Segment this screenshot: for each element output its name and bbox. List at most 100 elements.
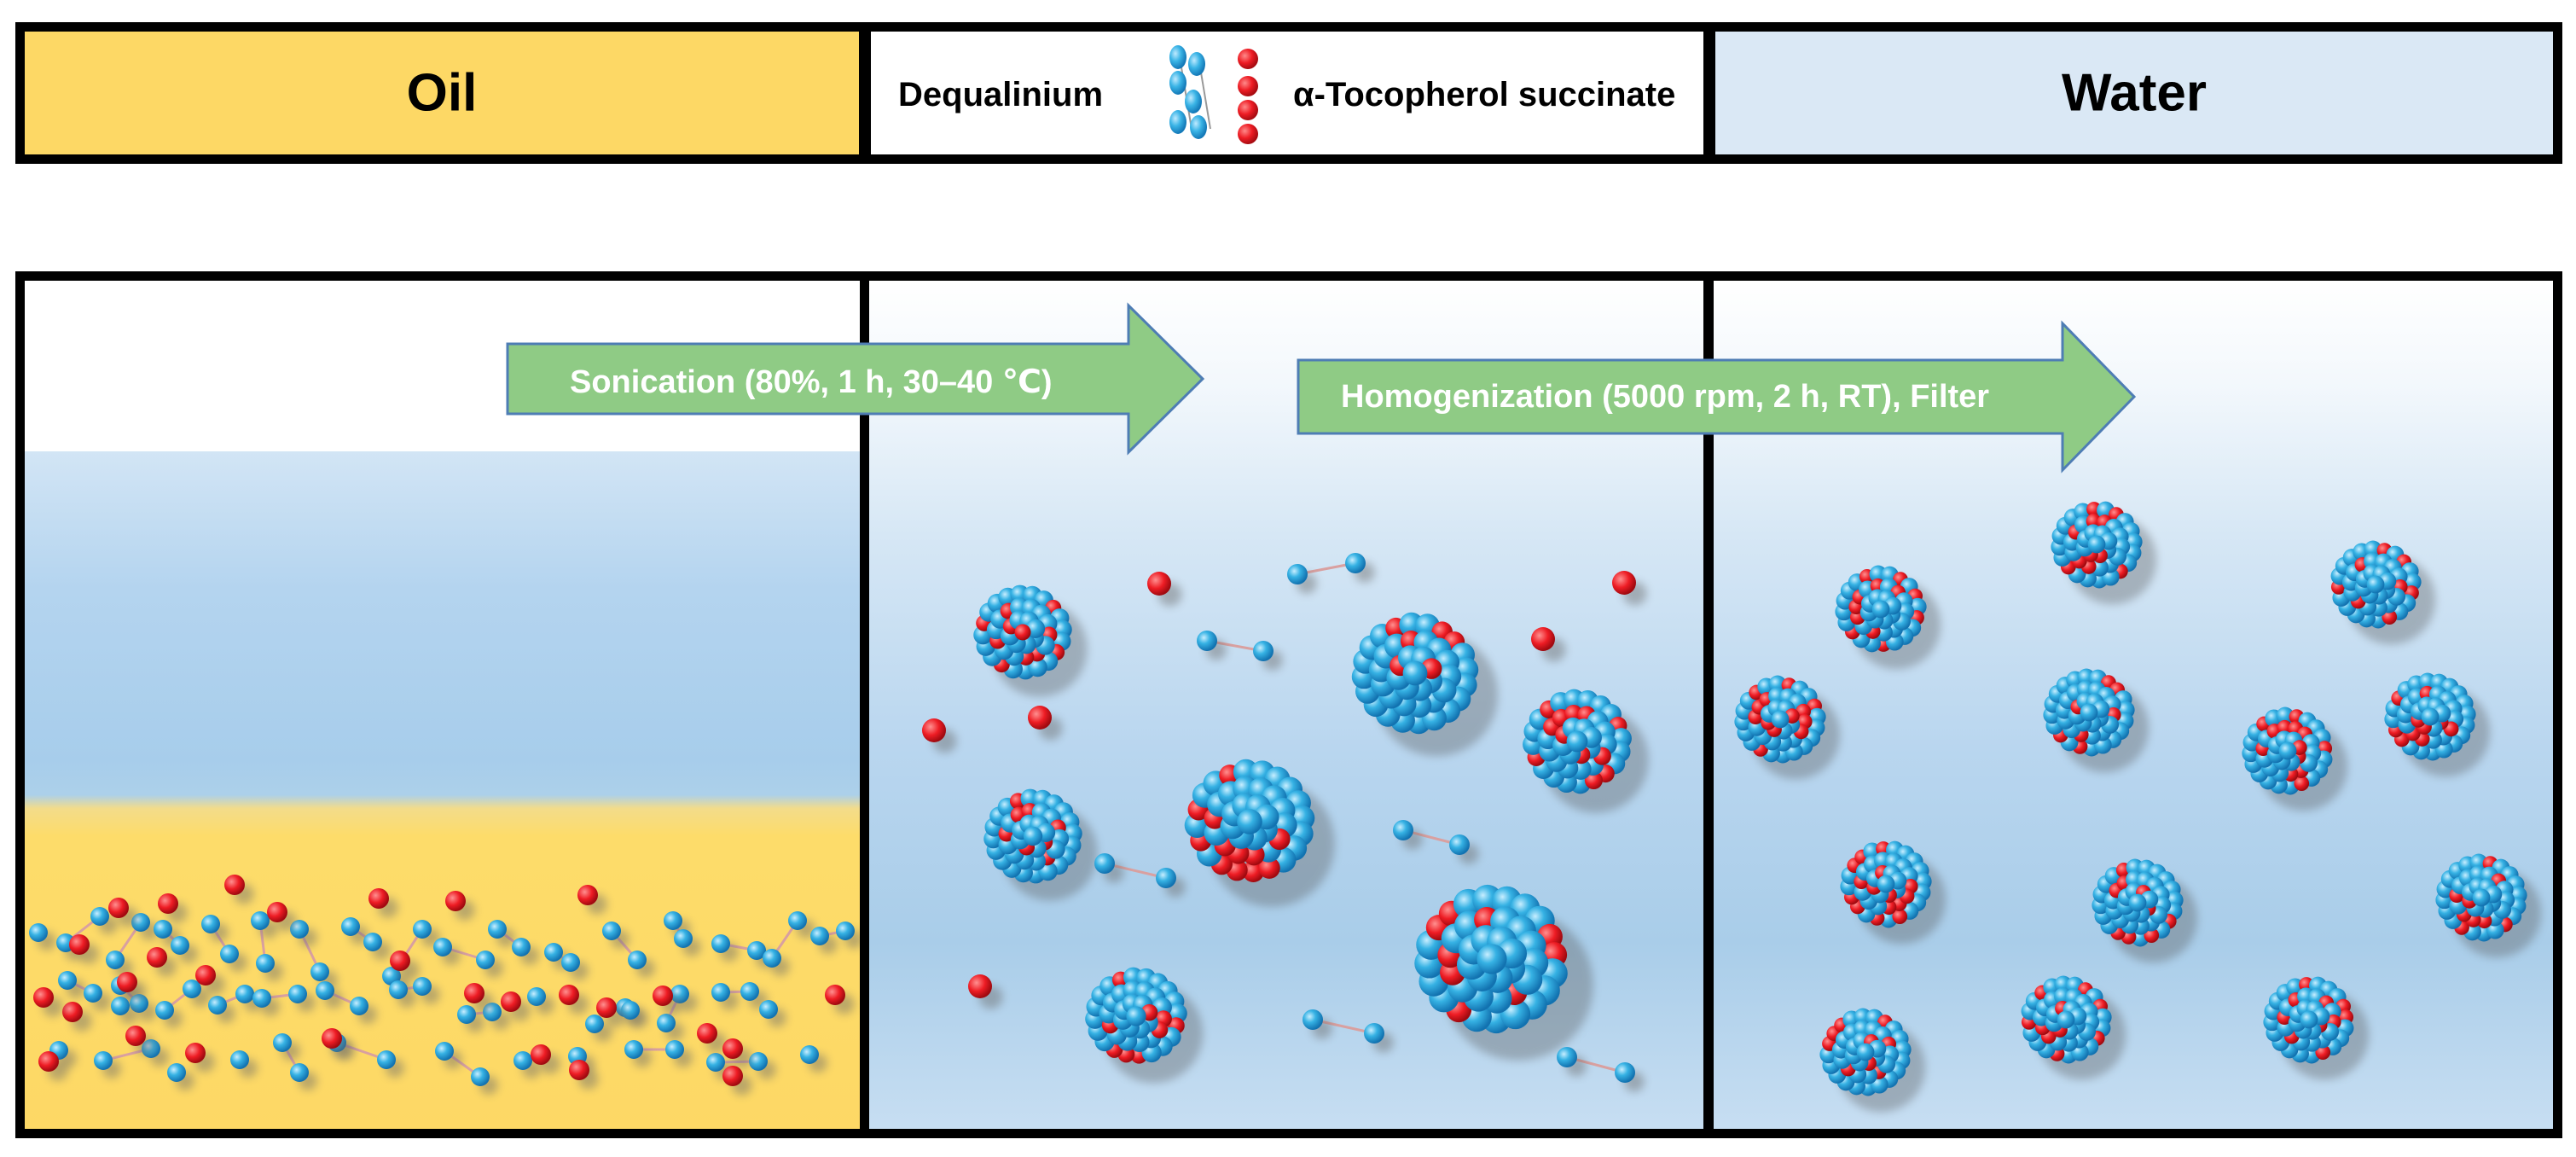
dequalinium-molecule xyxy=(711,983,730,1002)
sonication-label: Sonication (80%, 1 h, 30–40 ℃) xyxy=(570,364,1053,400)
nanoparticle xyxy=(1085,967,1187,1064)
dequalinium-molecule xyxy=(512,938,531,956)
dequalinium-molecule xyxy=(513,1051,532,1070)
dequalinium-molecule xyxy=(220,945,239,963)
tocopherol-molecule xyxy=(722,1038,743,1059)
tocopherol-molecule xyxy=(69,934,90,955)
dequalinium-molecule xyxy=(310,962,329,981)
tocopherol-molecule xyxy=(722,1066,743,1086)
tocopherol-molecule xyxy=(569,1060,589,1080)
dequalinium-molecule xyxy=(1615,1062,1635,1083)
dequalinium-molecule xyxy=(585,1015,604,1033)
tocopherol-molecule xyxy=(1531,627,1555,651)
tocopherol-molecule xyxy=(577,885,598,905)
dequalinium-molecule xyxy=(363,933,382,951)
dequalinium-molecule xyxy=(624,1040,643,1059)
legend-water-label: Water xyxy=(2062,63,2207,123)
legend-water-box: Water xyxy=(1706,22,2562,164)
nanoparticle xyxy=(1523,689,1632,794)
dequalinium-molecule xyxy=(800,1045,819,1064)
dequalinium-molecule xyxy=(1345,553,1366,573)
tocopherol-molecule xyxy=(464,983,484,1003)
legend-molecules-box: Dequalinium α-Tocopherol succina xyxy=(862,22,1713,164)
dequalinium-molecule xyxy=(810,927,829,945)
dequalinium-molecule xyxy=(435,1042,454,1061)
tocopherol-molecule xyxy=(158,893,178,914)
tocopherol-molecule xyxy=(825,985,845,1005)
nanoparticle xyxy=(1414,884,1568,1034)
legend-dequalinium-label: Dequalinium xyxy=(898,76,1104,113)
dequalinium-molecule xyxy=(665,1040,684,1059)
tocopherol-molecule xyxy=(531,1044,551,1065)
dequalinium-molecule xyxy=(1364,1023,1384,1044)
dequalinium-molecule xyxy=(106,951,125,969)
dequalinium-molecule xyxy=(763,949,781,968)
tocopherol-molecule xyxy=(38,1051,59,1072)
nanoparticle xyxy=(973,584,1072,680)
dequalinium-molecule xyxy=(602,922,621,940)
nanoparticle xyxy=(1734,675,1826,764)
dequalinium-molecule xyxy=(628,951,647,969)
dequalinium-molecule xyxy=(836,922,855,940)
dequalinium-molecule xyxy=(1156,868,1176,888)
panel-homogenization xyxy=(1704,271,2562,1138)
dequalinium-molecule xyxy=(171,936,189,955)
dequalinium-molecule xyxy=(413,977,432,996)
dequalinium-molecule xyxy=(389,980,408,999)
dequalinium-molecule xyxy=(1287,564,1308,584)
oil-phase-molecules xyxy=(29,875,863,1096)
tocopherol-molecule xyxy=(322,1028,342,1049)
dequalinium-molecule xyxy=(154,920,172,939)
panel-oil-water xyxy=(15,271,877,1138)
dequalinium-molecule xyxy=(740,982,759,1001)
dequalinium-molecule xyxy=(90,907,109,926)
tocopherol-molecule xyxy=(125,1026,146,1046)
dequalinium-molecule xyxy=(377,1050,396,1069)
dequalinium-molecule xyxy=(471,1067,490,1086)
legend-tocopherol-label: α-Tocopherol succinate xyxy=(1293,76,1676,113)
dequalinium-molecule xyxy=(29,923,48,942)
dequalinium-molecule xyxy=(94,1051,113,1070)
legend-molecule-icons xyxy=(1169,45,1258,144)
tocopherol-molecule xyxy=(559,985,579,1005)
dequalinium-molecule xyxy=(290,1063,309,1082)
dequalinium-molecule xyxy=(488,920,507,939)
dequalinium-molecule xyxy=(111,997,130,1015)
dequalinium-molecule xyxy=(288,985,307,1003)
dequalinium-molecule xyxy=(664,911,682,930)
dequalinium-molecule xyxy=(433,938,452,956)
sonication-arrow xyxy=(506,302,1205,456)
tocopherol-molecule xyxy=(224,875,245,895)
dequalinium-molecule xyxy=(788,911,807,930)
dequalinium-molecule xyxy=(252,989,271,1008)
nanoparticle xyxy=(983,788,1082,884)
dequalinium-molecule xyxy=(1393,820,1413,840)
tocopherol-molecule xyxy=(653,985,673,1006)
nanoparticle xyxy=(2021,975,2112,1064)
tocopherol-molecule xyxy=(968,974,992,998)
dequalinium-molecule xyxy=(706,1053,725,1072)
dequalinium-molecule xyxy=(1197,631,1217,651)
nanoparticle xyxy=(2092,858,2184,947)
dequalinium-molecule xyxy=(413,920,432,939)
tocopherol-molecule xyxy=(195,965,216,985)
homogenized-nanoparticles xyxy=(1734,501,2542,1113)
dequalinium-molecule xyxy=(1449,834,1470,855)
dequalinium-molecule xyxy=(155,1001,174,1020)
sonicated-nanoparticles xyxy=(922,553,1649,1092)
tocopherol-molecule xyxy=(185,1043,206,1063)
tocopherol-molecule xyxy=(501,991,521,1012)
homogenization-label: Homogenization (5000 rpm, 2 h, RT), Filt… xyxy=(1341,379,1990,415)
dequalinium-molecule xyxy=(251,911,270,930)
tocopherol-molecule xyxy=(596,997,617,1018)
nanoparticle xyxy=(2043,668,2135,757)
nanoparticle xyxy=(2051,501,2143,589)
dequalinium-molecule xyxy=(1557,1047,1577,1067)
legend-oil-label: Oil xyxy=(406,63,478,123)
dequalinium-molecule xyxy=(1094,853,1115,874)
tocopherol-molecule xyxy=(1612,571,1636,595)
dequalinium-molecule xyxy=(256,954,275,973)
dequalinium-molecule xyxy=(1253,641,1273,661)
tocopherol-molecule xyxy=(117,972,137,992)
